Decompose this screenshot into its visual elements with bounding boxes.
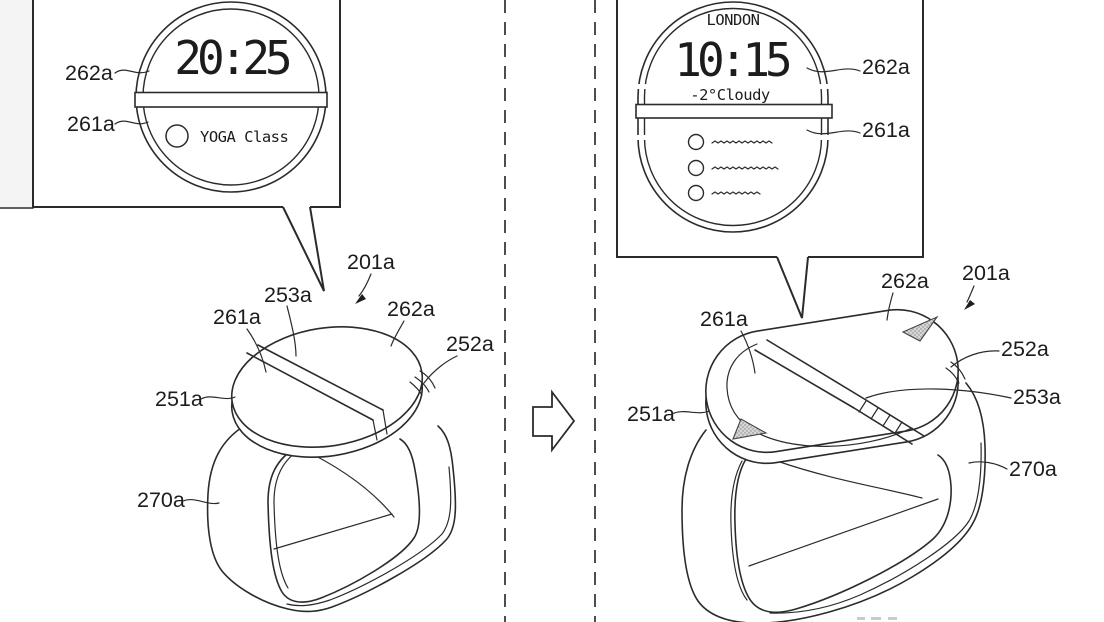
ref-251a-label: 251a bbox=[627, 402, 675, 426]
strap-interior-curve bbox=[299, 447, 395, 518]
ref-251a-label: 251a bbox=[155, 387, 203, 411]
ref-270a-leader bbox=[968, 461, 1008, 470]
transition-arrow-icon bbox=[532, 389, 576, 453]
strap-outer-inner-line bbox=[286, 466, 452, 607]
divider-band-lower-edge bbox=[754, 349, 913, 445]
divider-band-upper-edge bbox=[257, 344, 384, 411]
event-bullet-icon bbox=[165, 124, 189, 148]
ref-251a-leader bbox=[200, 396, 236, 400]
left-callout: 20:25 YOGA Class 262a 261a bbox=[32, 0, 341, 292]
ref-201a-arrow-line bbox=[966, 285, 975, 303]
screen-divider-band bbox=[134, 91, 328, 108]
divider-band-wrap-2 bbox=[372, 419, 378, 441]
ref-262a-leader bbox=[806, 67, 861, 73]
city-text: LONDON bbox=[707, 11, 760, 29]
right-figure-labels: 262a 201a 261a 252a 253a 251a 270a bbox=[627, 261, 1061, 481]
ref-262a-label: 262a bbox=[881, 269, 929, 293]
event-text: YOGA Class bbox=[200, 128, 288, 146]
callout-border bbox=[616, 0, 924, 258]
ref-201a-arrowhead bbox=[355, 294, 366, 304]
ref-262a-leader bbox=[886, 292, 894, 321]
callout-pointer bbox=[776, 256, 809, 319]
ref-253a-label: 253a bbox=[264, 283, 312, 307]
ref-261a-leader bbox=[806, 129, 861, 135]
ref-262a-leader bbox=[114, 69, 150, 74]
ref-252a-label: 252a bbox=[1001, 337, 1049, 361]
left-watch-drawing bbox=[206, 326, 457, 613]
placeholder-squiggle bbox=[711, 191, 761, 195]
clock-time: 20:25 bbox=[174, 31, 290, 85]
ref-252a-leader bbox=[950, 350, 1000, 368]
ref-252a-label: 252a bbox=[446, 332, 494, 356]
ref-262a-leader bbox=[390, 320, 405, 347]
ref-261a-label: 261a bbox=[700, 307, 748, 331]
hinge-hatch bbox=[409, 370, 436, 396]
panel-separators bbox=[504, 0, 596, 622]
strap-outer-inner-line bbox=[769, 442, 982, 614]
ref-253a-leader bbox=[865, 388, 1012, 399]
strap-outer-outline bbox=[681, 382, 986, 622]
cropped-label-fragment bbox=[857, 617, 897, 620]
page-edge-tint bbox=[0, 0, 33, 207]
ref-261a-label: 261a bbox=[67, 112, 115, 136]
divider-band-ticks bbox=[858, 400, 903, 434]
pill-border-notches bbox=[633, 84, 831, 140]
strap-opening-inner-line bbox=[730, 460, 748, 601]
strap-outer-outline bbox=[206, 425, 457, 613]
strap-interior-curve bbox=[776, 460, 923, 499]
notification-list bbox=[687, 133, 779, 202]
divider-band-wrap-1 bbox=[382, 409, 388, 435]
watch-face bbox=[705, 308, 959, 454]
strap-interior-edge bbox=[273, 513, 393, 550]
callout-border bbox=[32, 0, 341, 208]
callout-pointer bbox=[282, 206, 325, 292]
list-bullet-icon bbox=[687, 159, 705, 177]
clock-time: 10:15 bbox=[674, 33, 790, 87]
ref-261a-label: 261a bbox=[862, 118, 910, 142]
strap-interior-edge bbox=[748, 498, 939, 567]
ref-253a-leader bbox=[286, 305, 297, 357]
ref-262a-label: 262a bbox=[862, 55, 910, 79]
weather-text: -2°Cloudy bbox=[690, 86, 770, 104]
list-bullet-icon bbox=[687, 133, 705, 151]
ref-201a-arrowhead bbox=[964, 300, 975, 310]
placeholder-squiggle bbox=[711, 166, 779, 170]
divider-band-upper-edge bbox=[766, 339, 925, 437]
ref-261a-leader bbox=[246, 328, 267, 373]
ref-201a-label: 201a bbox=[962, 261, 1010, 285]
strap-opening-outline bbox=[734, 454, 952, 614]
ref-261a-label: 261a bbox=[213, 305, 261, 329]
strap-opening-outline bbox=[267, 438, 421, 603]
ref-262a-label: 262a bbox=[387, 297, 435, 321]
ref-261a-leader bbox=[740, 330, 756, 374]
ref-261a-leader bbox=[114, 120, 149, 125]
strap-opening-inner-line bbox=[273, 448, 302, 589]
page-edge-artifact bbox=[0, 0, 34, 209]
divider-band-lower-edge bbox=[246, 352, 374, 421]
right-callout: LONDON 10:15 -2°Cloudy 262a 261a bbox=[616, 0, 924, 319]
ref-252a-leader bbox=[423, 355, 458, 384]
expand-arrow-up-icon bbox=[901, 315, 939, 342]
ref-253a-label: 253a bbox=[1013, 385, 1061, 409]
expand-arrow-down-icon bbox=[732, 418, 768, 440]
right-watch-drawing bbox=[681, 308, 986, 622]
ref-201a-label: 201a bbox=[347, 250, 395, 274]
left-figure-labels: 201a 253a 261a 262a 252a 251a 270a bbox=[137, 250, 494, 512]
hinge-hatch bbox=[945, 361, 966, 384]
ref-270a-label: 270a bbox=[137, 488, 185, 512]
ref-270a-label: 270a bbox=[1009, 457, 1057, 481]
ref-262a-label: 262a bbox=[65, 61, 113, 85]
list-bullet-icon bbox=[687, 184, 705, 202]
ref-201a-arrow-line bbox=[358, 273, 372, 297]
placeholder-squiggle bbox=[711, 140, 773, 144]
ref-270a-leader bbox=[182, 499, 220, 505]
ref-251a-leader bbox=[671, 410, 710, 415]
screen-divider-band bbox=[635, 103, 833, 119]
